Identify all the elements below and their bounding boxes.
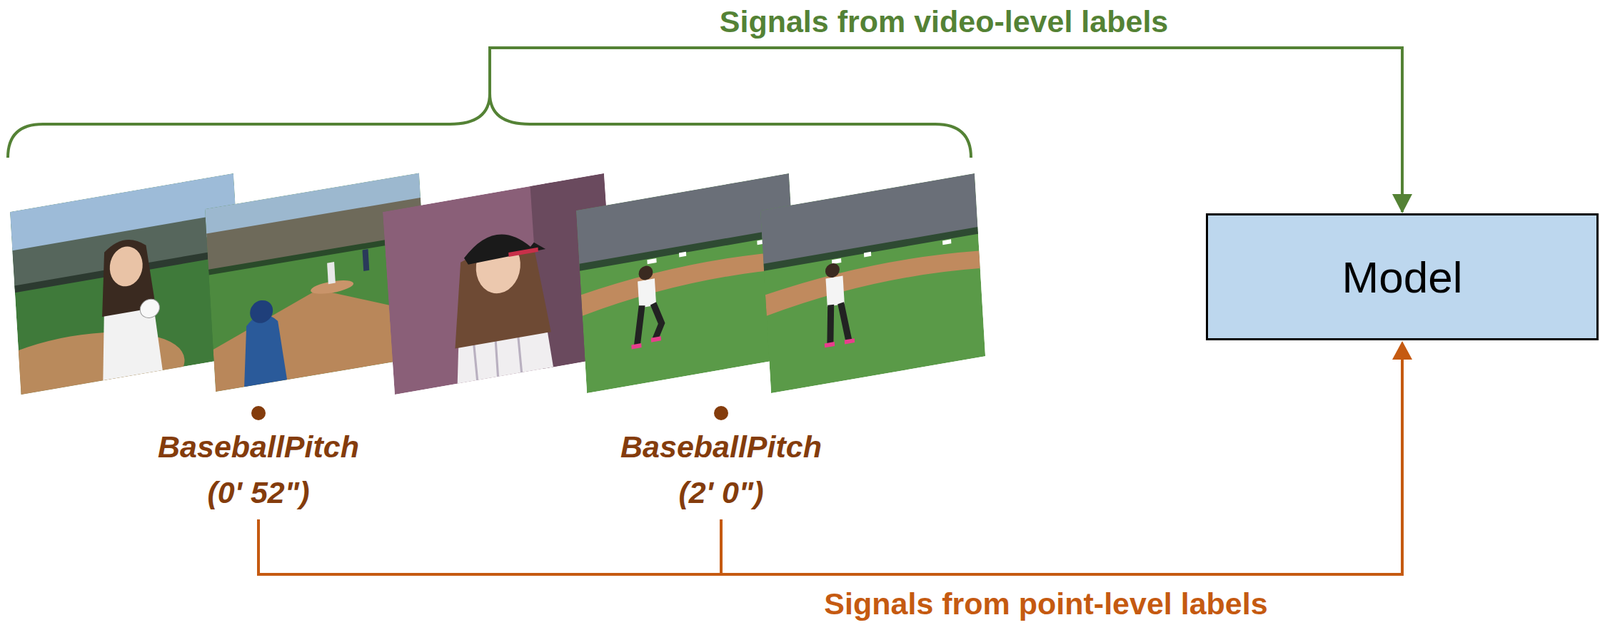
point-dot [713, 406, 729, 421]
action-label: BaseballPitch [157, 429, 360, 465]
model-box: Model [1205, 213, 1599, 341]
arrowhead [1392, 341, 1413, 360]
point-dot [251, 406, 266, 421]
video-brace [7, 93, 971, 158]
video-frame [760, 173, 986, 394]
action-label: BaseballPitch [620, 429, 822, 465]
node-label: Model [1342, 252, 1463, 303]
signal-label: Signals from point-level labels [823, 586, 1268, 622]
arrowhead [1392, 194, 1413, 214]
point-signal-line [258, 356, 1403, 575]
timestamp-label: (0' 52") [207, 475, 310, 510]
timestamp-label: (2' 0") [678, 475, 764, 510]
signal-label: Signals from video-level labels [719, 4, 1169, 39]
point-signal-line [719, 519, 723, 575]
